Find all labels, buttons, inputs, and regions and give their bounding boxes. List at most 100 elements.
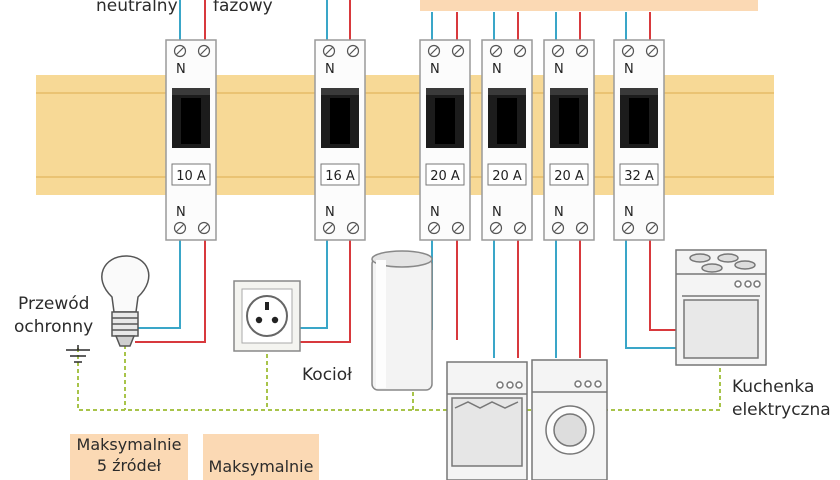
header-banner (420, 0, 758, 11)
terminal-screw-icon (513, 221, 527, 235)
rating-box (171, 163, 211, 186)
boiler-icon (371, 250, 433, 391)
screw-slot (454, 47, 462, 55)
screw-slot (176, 224, 184, 232)
terminal-screw-icon (197, 44, 211, 58)
light-bulb-icon (101, 255, 150, 347)
breaker-module: N20 AN (419, 39, 471, 241)
terminal-screw-icon (427, 44, 441, 58)
screw-slot (648, 47, 656, 55)
terminal-screw-icon (575, 44, 589, 58)
rating-box (549, 163, 589, 186)
breaker-lever (181, 98, 201, 144)
terminal-screw-icon (621, 221, 635, 235)
screw-slot (325, 47, 333, 55)
terminal-screw-icon (197, 221, 211, 235)
terminal-screw-icon (346, 221, 360, 235)
screw-slot (430, 224, 438, 232)
terminal-screw-icon (575, 221, 589, 235)
breaker-rating: 20 A (430, 169, 460, 184)
screw-slot (516, 47, 524, 55)
breaker-module: N20 AN (481, 39, 533, 241)
socket-icon (233, 280, 301, 352)
screw-slot (624, 224, 632, 232)
breaker-lever (497, 98, 517, 144)
screw-slot (349, 224, 357, 232)
incoming-wires (179, 0, 651, 40)
screw-slot (349, 47, 357, 55)
terminal-screw-icon (551, 221, 565, 235)
breaker-lever (629, 98, 649, 144)
breaker-module: N 32 A N (613, 39, 665, 241)
screw-slot (554, 224, 562, 232)
terminal-screw-icon (322, 44, 336, 58)
breaker-lever (330, 98, 350, 144)
breaker-lever-top (321, 88, 359, 95)
screw-slot (624, 47, 632, 55)
terminal-screw-icon (621, 44, 635, 58)
sockets-note: Maksymalnie (203, 434, 319, 480)
screw-slot (648, 224, 656, 232)
terminal-label-bottom: N (325, 205, 335, 220)
boiler-label: Kocioł (302, 365, 353, 385)
terminal-screw-icon (322, 221, 336, 235)
terminal-label-top: N (176, 62, 186, 77)
terminal-screw-icon (451, 44, 465, 58)
screw-slot (176, 47, 184, 55)
breaker-lever-top (620, 88, 658, 95)
screw-slot (578, 224, 586, 232)
screw-slot (454, 224, 462, 232)
terminal-label-top: N (325, 62, 335, 77)
terminal-screw-icon (346, 44, 360, 58)
breaker-rating: 32 A (624, 169, 654, 184)
terminal-screw-icon (645, 221, 659, 235)
terminal-screw-icon (513, 44, 527, 58)
breaker-lever-top (488, 88, 526, 95)
breaker-lever-top (172, 88, 210, 95)
breaker-rating: 20 A (492, 169, 522, 184)
protective-wire-label-line2: ochronny (14, 317, 94, 337)
terminal-label-bottom: N (492, 205, 502, 220)
rating-box (320, 163, 360, 186)
terminal-screw-icon (551, 44, 565, 58)
terminal-screw-icon (489, 44, 503, 58)
breaker-lever (435, 98, 455, 144)
breaker-lever (559, 98, 579, 144)
screw-slot (516, 224, 524, 232)
terminal-label-bottom: N (554, 205, 564, 220)
breaker-module: N 16 A N (314, 39, 366, 241)
screw-slot (200, 47, 208, 55)
breaker-lever-top (550, 88, 588, 95)
terminal-screw-icon (489, 221, 503, 235)
rating-box (619, 163, 659, 186)
breaker-rating: 10 A (176, 169, 206, 184)
screw-slot (430, 47, 438, 55)
terminal-label-top: N (430, 62, 440, 77)
terminal-label-top: N (624, 62, 634, 77)
breaker-rating: 20 A (554, 169, 584, 184)
protective-wire-label-line1: Przewód (18, 294, 90, 314)
screw-slot (554, 47, 562, 55)
breaker-rating: 16 A (325, 169, 355, 184)
breaker-module: N 10 A N (165, 39, 217, 241)
terminal-label-top: N (554, 62, 564, 77)
lighting-note: Maksymalnie 5 źródeł (70, 434, 188, 480)
terminal-screw-icon (173, 44, 187, 58)
sockets-note-line1: Maksymalnie (208, 457, 314, 476)
screw-slot (200, 224, 208, 232)
terminal-screw-icon (173, 221, 187, 235)
terminal-screw-icon (451, 221, 465, 235)
electric-stove-icon (675, 249, 767, 366)
screw-slot (492, 224, 500, 232)
stove-label-line1: Kuchenka (732, 377, 815, 397)
rating-box (425, 163, 465, 186)
terminal-label-bottom: N (624, 205, 634, 220)
phase-wire-label: fazowy (213, 0, 273, 16)
ground-symbol (66, 345, 90, 363)
terminal-label-bottom: N (176, 205, 186, 220)
terminal-screw-icon (645, 44, 659, 58)
screw-slot (578, 47, 586, 55)
dishwasher-icon (446, 361, 528, 480)
